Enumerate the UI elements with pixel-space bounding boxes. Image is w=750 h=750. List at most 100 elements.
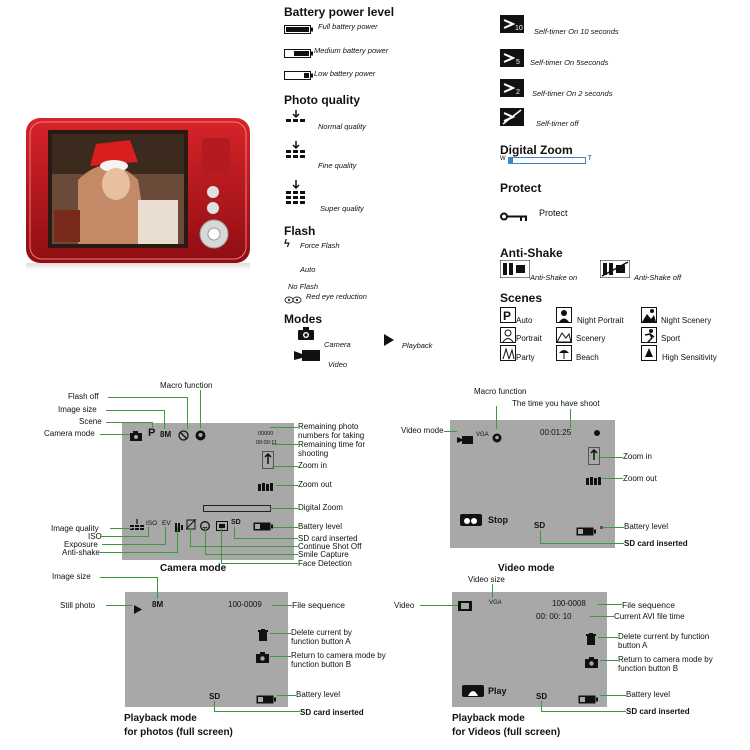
scr-video-zoom-in-icon — [588, 447, 600, 465]
pb-video-caption-1: Playback mode — [452, 713, 525, 724]
self-timer-2-icon: 2 — [500, 79, 524, 102]
protect-heading: Protect — [500, 181, 542, 195]
scr-face-detection-icon — [216, 518, 228, 536]
lbl-image-quality: Image quality — [51, 524, 99, 533]
lbl-pb-delete: Delete current by function button A — [291, 628, 352, 646]
scr-video-vga: VGA — [476, 432, 489, 438]
svg-text:P: P — [503, 309, 511, 323]
scene-night-portrait-icon — [556, 307, 572, 328]
camera-mode-screen — [122, 423, 294, 560]
scr-scene-p: P — [148, 427, 156, 439]
scr-stop-button[interactable] — [460, 514, 482, 526]
scene-scenery-icon — [556, 327, 572, 348]
lbl-iso: ISO — [88, 532, 102, 541]
pb-photo-caption-2: for photos (full screen) — [124, 727, 233, 738]
battery-medium-label: Medium battery power — [314, 46, 389, 55]
scr-stop-label: Stop — [488, 515, 508, 525]
anti-shake-on-label: Anti-Shake on — [530, 273, 578, 282]
scr-video-zoom-out-icon — [586, 472, 602, 490]
lbl-pv-delete: Delete current by function button A — [618, 632, 710, 650]
zoom-t-label: T — [588, 156, 592, 162]
lbl-pv-battery: Battery level — [626, 690, 671, 699]
scr-pv-time: 00: 00: 10 — [536, 612, 572, 621]
scr-pb-image-size: 8M — [152, 600, 164, 609]
red-eye-icon — [284, 291, 302, 309]
scene-sport-icon — [641, 327, 657, 348]
scene-scenery-label: Scenery — [576, 334, 606, 343]
lbl-exposure: Exposure — [64, 540, 98, 549]
scr-pv-camera-icon[interactable] — [585, 655, 598, 673]
scr-pv-play-button[interactable] — [462, 685, 484, 697]
auto-flash-label: Auto — [300, 265, 316, 274]
red-eye-label: Red eye reduction — [306, 292, 367, 301]
lbl-video-battery: Battery level — [624, 522, 669, 531]
lbl-pv-video: Video — [394, 601, 415, 610]
lbl-pv-video-size: Video size — [468, 575, 505, 584]
scene-night-scenery-icon — [641, 307, 657, 328]
zoom-w-label: W — [500, 156, 506, 162]
scr-pv-vga: VGA — [489, 600, 502, 606]
svg-text:10: 10 — [515, 25, 523, 32]
scr-battery-icon — [253, 518, 273, 536]
modes-heading: Modes — [284, 312, 323, 326]
lbl-pb-battery: Battery level — [296, 690, 341, 699]
lbl-image-size: Image size — [58, 405, 97, 414]
scr-pb-file-seq: 100-0009 — [228, 600, 262, 609]
lbl-video-zoom-out: Zoom out — [623, 474, 657, 483]
lbl-anti-shake: Anti-shake — [62, 548, 100, 557]
scr-pb-camera-icon[interactable] — [256, 650, 269, 668]
scene-high-sensitivity-icon — [641, 345, 657, 366]
lbl-continue-shot: Continue Shot Off — [298, 542, 362, 551]
fine-quality-label: Fine quality — [318, 161, 357, 170]
scr-pv-video-icon — [458, 598, 472, 616]
super-quality-label: Super quality — [320, 204, 364, 213]
video-mode-label: Video — [328, 360, 348, 369]
super-quality-icon — [286, 180, 306, 215]
scene-portrait-icon — [500, 327, 516, 348]
lbl-pv-avi-time: Current AVI file time — [614, 612, 685, 621]
scr-photo-count: 00000 — [258, 431, 274, 437]
camera-product-image — [18, 110, 258, 270]
scr-pb-sd: SD — [209, 692, 221, 701]
lbl-battery-level: Battery level — [298, 522, 343, 531]
scene-party-label: Party — [516, 353, 535, 362]
camera-mode-label: Camera — [324, 340, 351, 349]
camera-mode-caption: Camera mode — [160, 563, 227, 574]
scenes-heading: Scenes — [500, 291, 543, 305]
camera-mode-icon — [298, 327, 314, 345]
self-timer-5-label: Self-timer On 5seconds — [530, 58, 609, 67]
lbl-macro-function: Macro function — [160, 381, 213, 390]
video-mode-caption: Video mode — [498, 563, 555, 574]
lbl-remaining-time: Remaining time for shooting — [298, 440, 366, 458]
scene-beach-icon — [556, 345, 572, 366]
scr-image-size: 8M — [160, 430, 172, 439]
normal-quality-label: Normal quality — [318, 122, 366, 131]
scr-anti-shake-icon — [175, 519, 183, 537]
digital-zoom-bar-fill — [509, 158, 513, 163]
scr-remaining-time: 00:00:11 — [256, 440, 278, 446]
lbl-video-sd: SD card inserted — [624, 539, 688, 548]
lbl-scene: Scene — [79, 417, 102, 426]
scr-ev: EV — [162, 520, 171, 527]
scr-continue-shot-icon — [185, 517, 197, 535]
lbl-digital-zoom: Digital Zoom — [298, 503, 343, 512]
fine-quality-icon — [286, 141, 306, 166]
anti-shake-off-icon — [599, 259, 631, 283]
scr-video-macro-icon — [492, 430, 502, 448]
playback-photo-screen — [125, 592, 288, 707]
lbl-time-shoot: The time you have shoot — [512, 399, 600, 408]
scr-video-battery-icon — [576, 523, 596, 541]
scr-pv-file-seq: 100-0008 — [552, 599, 586, 608]
scr-macro-icon — [195, 428, 206, 446]
scr-pv-play-label: Play — [488, 686, 507, 696]
scene-auto-icon: P — [500, 307, 516, 328]
scr-zoom-in-icon — [262, 451, 274, 469]
lbl-still-photo: Still photo — [60, 601, 96, 610]
scr-pv-delete-icon[interactable] — [586, 632, 596, 650]
self-timer-10-icon: 10 — [500, 15, 524, 38]
scr-pb-delete-icon[interactable] — [258, 628, 268, 646]
scene-portrait-label: Portrait — [516, 334, 542, 343]
lbl-pb-return: Return to camera mode by function button… — [291, 651, 386, 669]
svg-text:2: 2 — [516, 89, 520, 96]
force-flash-icon: ϟ — [284, 238, 290, 250]
